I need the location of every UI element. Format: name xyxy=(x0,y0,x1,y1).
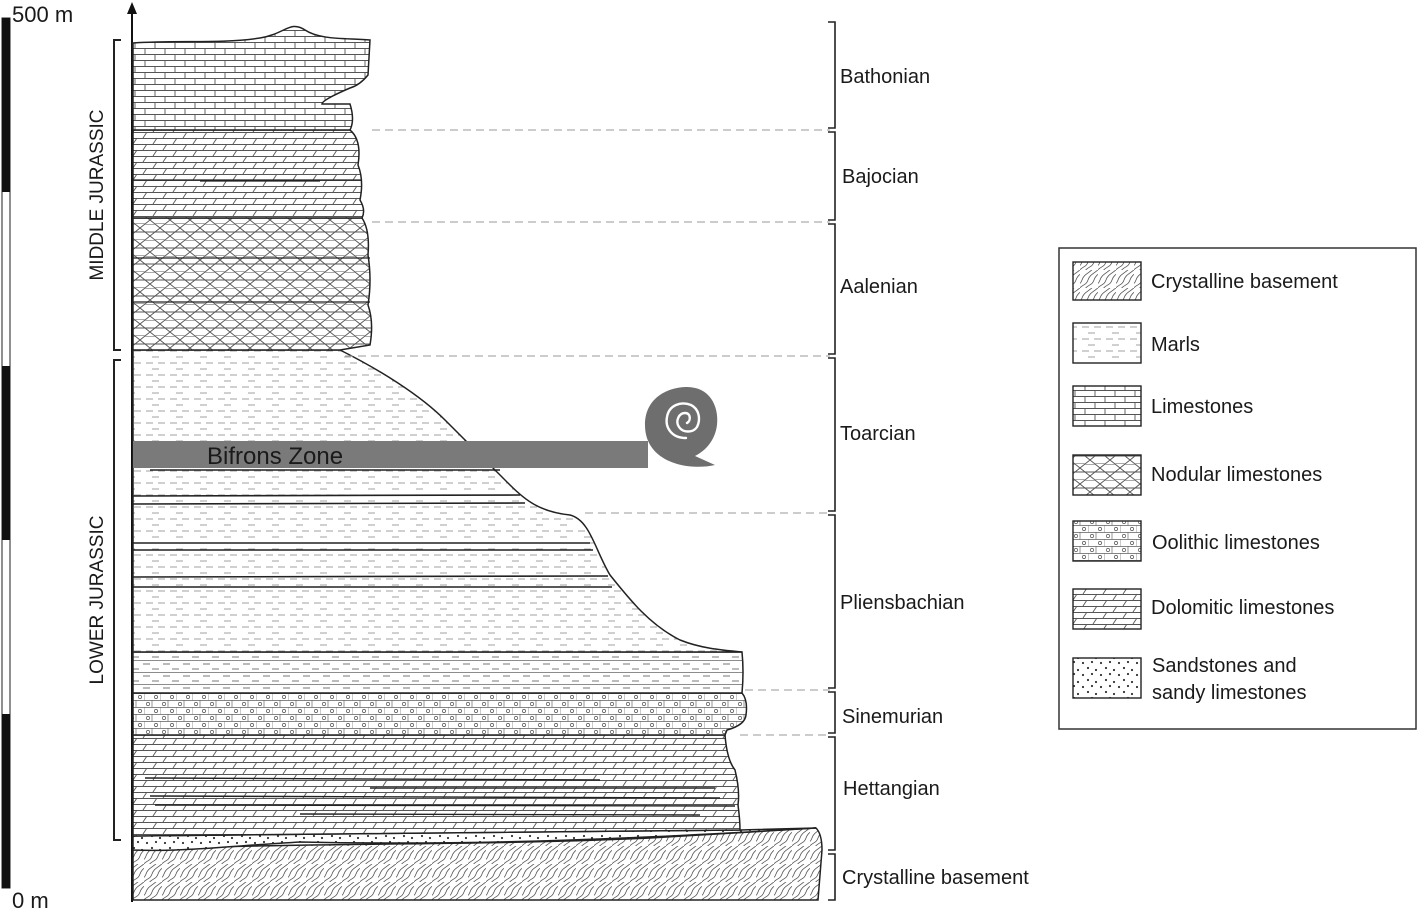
legend-label-dolomitic: Dolomitic limestones xyxy=(1151,597,1334,619)
legend-item-dolomitic: Dolomitic limestones xyxy=(1072,588,1334,630)
layer-bajocian-dolomitic xyxy=(132,129,365,219)
lower-jurassic-bracket xyxy=(113,359,121,841)
layer-hettangian-dolomitic xyxy=(132,734,741,837)
aalenian-bed-lines xyxy=(133,257,370,303)
layer-crystalline-basement xyxy=(132,827,823,901)
legend-swatch-limestones xyxy=(1072,385,1142,427)
stage-label-toarcian: Toarcian xyxy=(840,423,916,445)
middle-jurassic-bracket xyxy=(113,39,121,351)
stage-boundary-lines xyxy=(345,129,830,736)
layer-marls xyxy=(132,349,743,653)
legend-label-crystalline: Crystalline basement xyxy=(1151,271,1338,293)
legend-item-nodular: Nodular limestones xyxy=(1072,454,1322,496)
legend-item-sandstones: Sandstones and sandy limestones xyxy=(1072,655,1307,704)
legend-label-nodular: Nodular limestones xyxy=(1151,464,1322,486)
legend-item-marls: Marls xyxy=(1072,322,1200,364)
layer-sinemurian-oolithic xyxy=(132,692,748,736)
layer-aalenian-nodular xyxy=(132,217,373,351)
legend-label-marls: Marls xyxy=(1151,334,1200,356)
legend-swatch-dolomitic xyxy=(1072,588,1142,630)
legend-swatch-crystalline xyxy=(1072,261,1142,301)
legend-item-crystalline: Crystalline basement xyxy=(1072,261,1338,301)
legend-label-sandstones-line1: Sandstones and xyxy=(1152,655,1297,677)
legend-swatch-sandstones xyxy=(1072,657,1142,699)
period-label-lower: LOWER JURASSIC xyxy=(87,516,108,685)
legend-label-limestones: Limestones xyxy=(1151,396,1253,418)
legend-swatch-oolithic xyxy=(1072,520,1142,562)
column-axis xyxy=(127,2,137,902)
marl-bed-lines xyxy=(132,494,612,588)
stage-label-bathonian: Bathonian xyxy=(840,66,930,88)
ammonite-icon xyxy=(645,387,718,467)
legend-swatch-nodular xyxy=(1072,454,1142,496)
scale-bottom-label: 0 m xyxy=(12,888,49,910)
stage-brackets xyxy=(828,21,836,901)
scale-bar xyxy=(1,17,11,889)
layer-pliensbachian-marly-limestone xyxy=(132,651,744,694)
bifrons-zone-label: Bifrons Zone xyxy=(207,443,343,470)
legend-item-limestones: Limestones xyxy=(1072,385,1253,427)
stage-label-aalenian: Aalenian xyxy=(840,276,918,298)
layer-sandstones xyxy=(132,827,817,852)
layer-bathonian-limestone xyxy=(132,25,371,131)
hettangian-bed-lines xyxy=(144,777,736,816)
legend-item-oolithic: Oolithic limestones xyxy=(1072,520,1320,562)
legend-label-oolithic: Oolithic limestones xyxy=(1152,532,1320,554)
period-label-middle: MIDDLE JURASSIC xyxy=(87,109,108,280)
legend-label-sandstones-line2: sandy limestones xyxy=(1152,682,1307,704)
scale-top-label: 500 m xyxy=(12,2,73,27)
legend-swatch-marls xyxy=(1072,322,1142,364)
stage-label-bajocian: Bajocian xyxy=(842,166,919,188)
bifrons-zone-band xyxy=(133,441,648,468)
stage-label-basement: Crystalline basement xyxy=(842,867,1029,889)
stage-label-pliensbachian: Pliensbachian xyxy=(840,592,965,614)
stage-label-hettangian: Hettangian xyxy=(843,778,940,800)
bajocian-bed-lines xyxy=(133,179,362,182)
stage-label-sinemurian: Sinemurian xyxy=(842,706,943,728)
